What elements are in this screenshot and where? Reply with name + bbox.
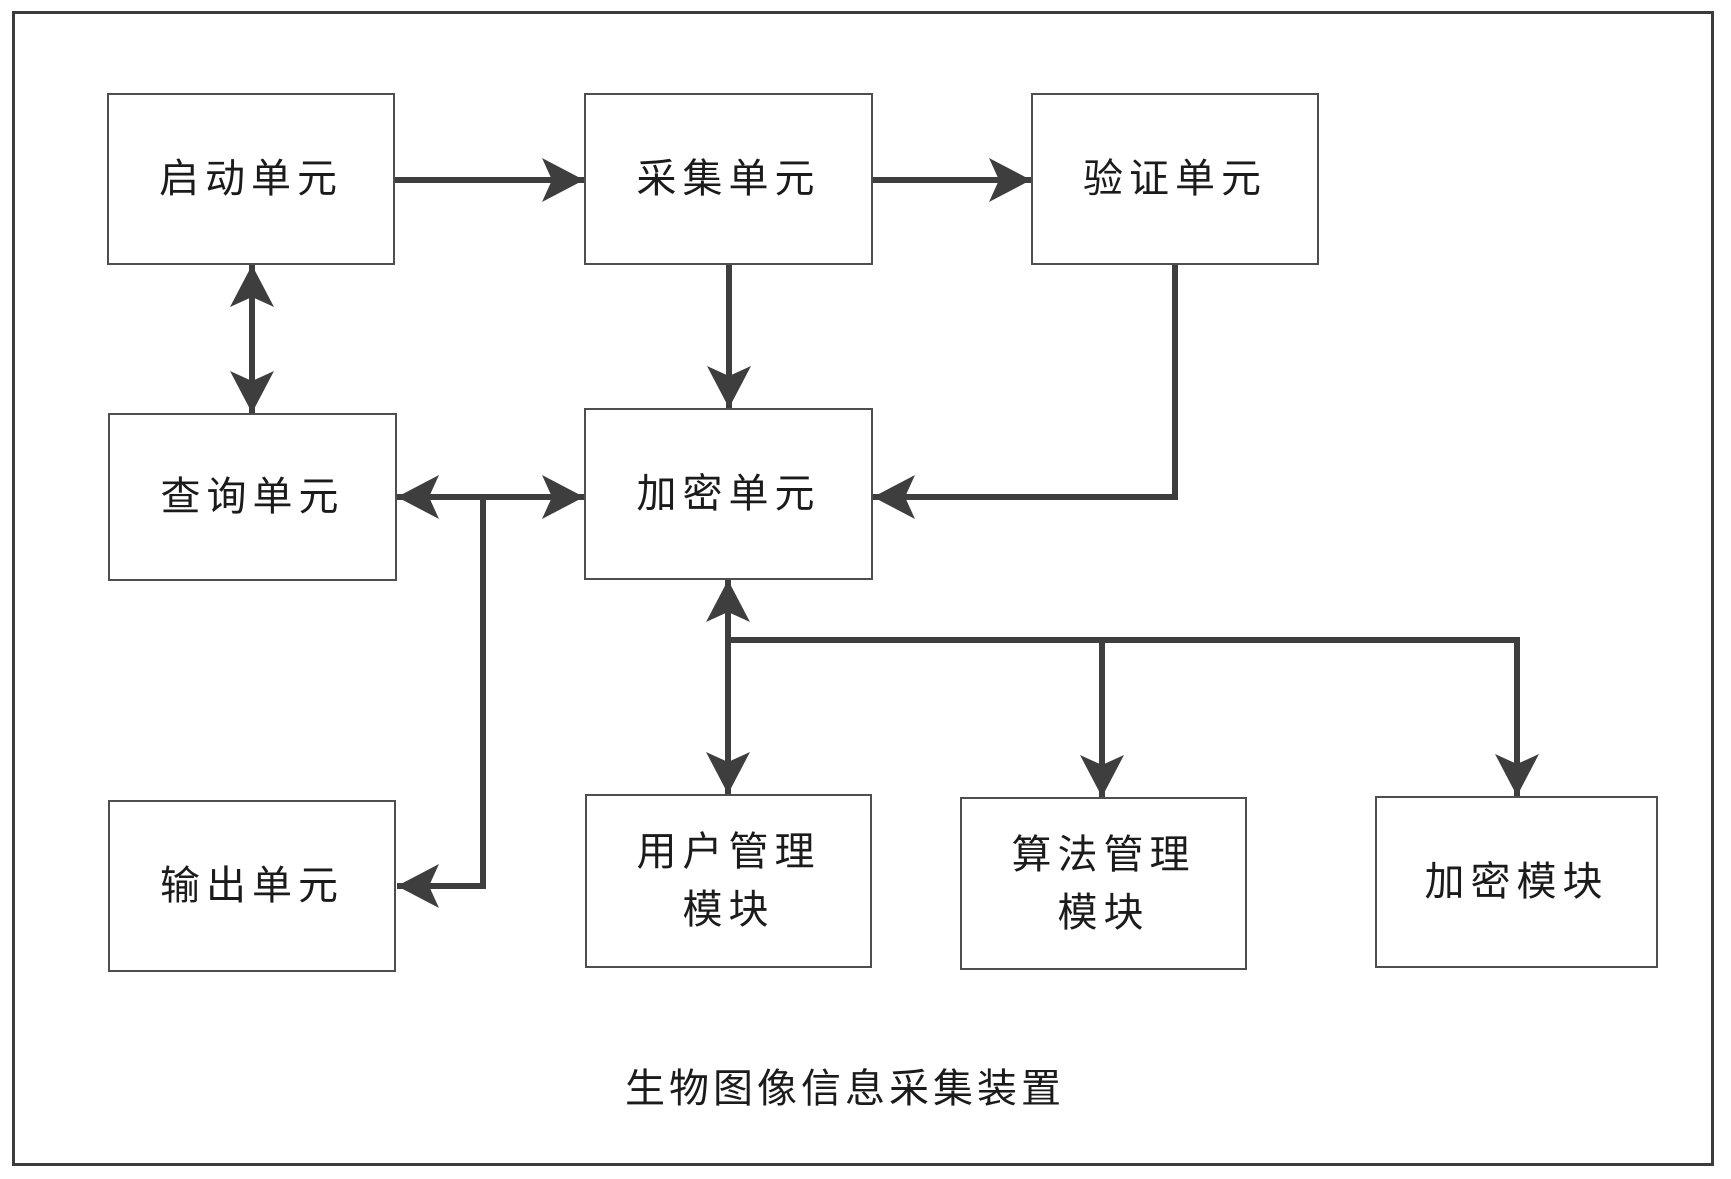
node-encryption-module-label: 加密模块 [1424, 859, 1609, 905]
diagram-frame [12, 11, 1714, 1166]
node-query-unit: 查询单元 [108, 413, 397, 581]
diagram-caption: 生物图像信息采集装置 [625, 1066, 1065, 1112]
node-encryption-unit: 加密单元 [584, 408, 873, 580]
node-start-unit-label: 启动单元 [159, 156, 343, 202]
node-query-unit-label: 查询单元 [160, 474, 345, 520]
node-verification-unit-label: 验证单元 [1083, 156, 1267, 202]
node-output-unit-label: 输出单元 [160, 863, 344, 909]
edge-bus-to-encryption-module [728, 637, 1539, 796]
node-output-unit: 输出单元 [108, 800, 396, 972]
node-start-unit: 启动单元 [107, 93, 395, 265]
node-encryption-unit-label: 加密单元 [636, 471, 821, 517]
node-verification-unit: 验证单元 [1031, 93, 1319, 265]
edge-verification-to-encryption [873, 265, 1178, 519]
node-user-management-module-label: 用户管理 模块 [636, 829, 821, 933]
node-algorithm-management-module: 算法管理 模块 [960, 797, 1247, 970]
node-user-management-module: 用户管理 模块 [585, 794, 872, 968]
node-collection-unit: 采集单元 [584, 93, 873, 265]
node-encryption-module: 加密模块 [1375, 796, 1658, 968]
edge-link-to-output [397, 494, 486, 908]
node-collection-unit-label: 采集单元 [636, 156, 821, 202]
node-algorithm-management-module-label: 算法管理 模块 [1011, 831, 1196, 936]
